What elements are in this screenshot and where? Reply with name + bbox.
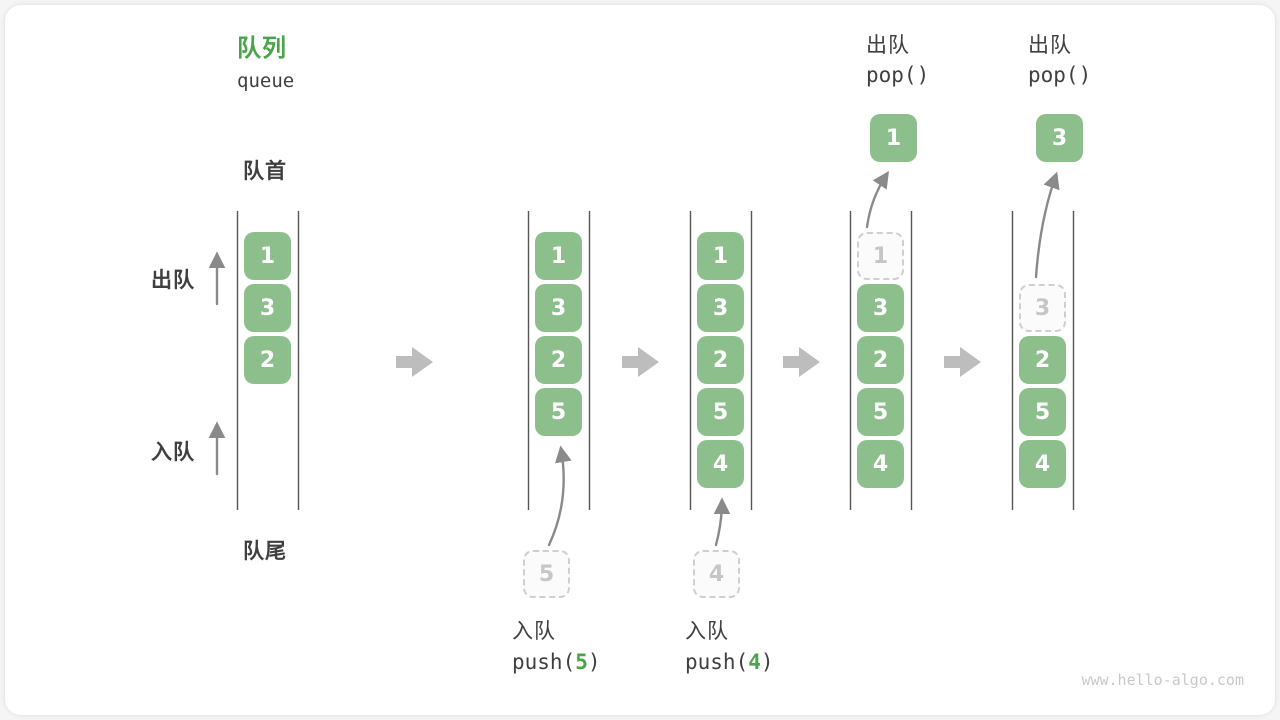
queue-cell: 1 [244,232,291,280]
staged-push-cell: 4 [693,550,740,598]
queue-rear-label: 队尾 [243,539,287,563]
queue-walls-state-3 [689,211,753,510]
queue-cell: 3 [535,284,582,332]
pop-2-op-label-zh: 出队 [1028,33,1072,57]
queue-cell: 1 [697,232,744,280]
queue-walls-state-5 [1011,211,1075,510]
diagram-title-en: queue [237,70,295,92]
queue-cell: 5 [535,388,582,436]
diagram-title-zh: 队列 [237,34,287,62]
push-4-op-call: push(4) [685,650,774,674]
next-state-arrow-icon [944,347,981,377]
push-4-op-label-zh: 入队 [685,619,729,643]
queue-cell: 2 [535,336,582,384]
popped-cell: 3 [1036,114,1083,162]
pop-1-arrow-icon [865,171,889,229]
pop-2-op-call: pop() [1028,63,1092,87]
queue-walls-state-1 [236,211,300,510]
queue-cell: 4 [697,440,744,488]
queue-cell: 4 [857,440,904,488]
queue-front-label: 队首 [243,159,287,183]
pop-1-op-label-zh: 出队 [866,33,910,57]
queue-walls-state-4 [849,211,913,510]
popped-cell: 1 [870,114,917,162]
push-5-op-call: push(5) [512,650,601,674]
pop-3-arrow-icon [1034,171,1060,279]
queue-cell: 3 [697,284,744,332]
push-arg: 5 [575,650,588,674]
push-5-arrow-icon [547,445,572,547]
queue-cell: 5 [697,388,744,436]
push-5-op-label-zh: 入队 [512,619,556,643]
queue-cell: 4 [1019,440,1066,488]
queue-cell: 5 [1019,388,1066,436]
push-close: ) [760,650,774,674]
queue-cell: 2 [244,336,291,384]
push-4-arrow-icon [713,497,731,547]
queue-cell: 3 [244,284,291,332]
staged-push-cell: 5 [523,550,570,598]
pop-1-op-call: pop() [866,63,930,87]
site-watermark: www.hello-algo.com [1081,671,1244,689]
next-state-arrow-icon [783,347,820,377]
dequeue-side-label: 出队 [151,268,195,292]
removed-cell-placeholder: 1 [857,232,904,280]
queue-cell: 2 [1019,336,1066,384]
removed-cell-placeholder: 3 [1019,284,1066,332]
push-close: ) [587,650,601,674]
queue-cell: 1 [535,232,582,280]
enqueue-side-label: 入队 [151,440,195,464]
next-state-arrow-icon [396,347,433,377]
queue-cell: 3 [857,284,904,332]
queue-walls-state-2 [527,211,591,510]
next-state-arrow-icon [622,347,659,377]
push-open: push( [685,650,749,674]
queue-cell: 2 [857,336,904,384]
push-arg: 4 [748,650,761,674]
queue-cell: 2 [697,336,744,384]
push-open: push( [512,650,576,674]
queue-cell: 5 [857,388,904,436]
